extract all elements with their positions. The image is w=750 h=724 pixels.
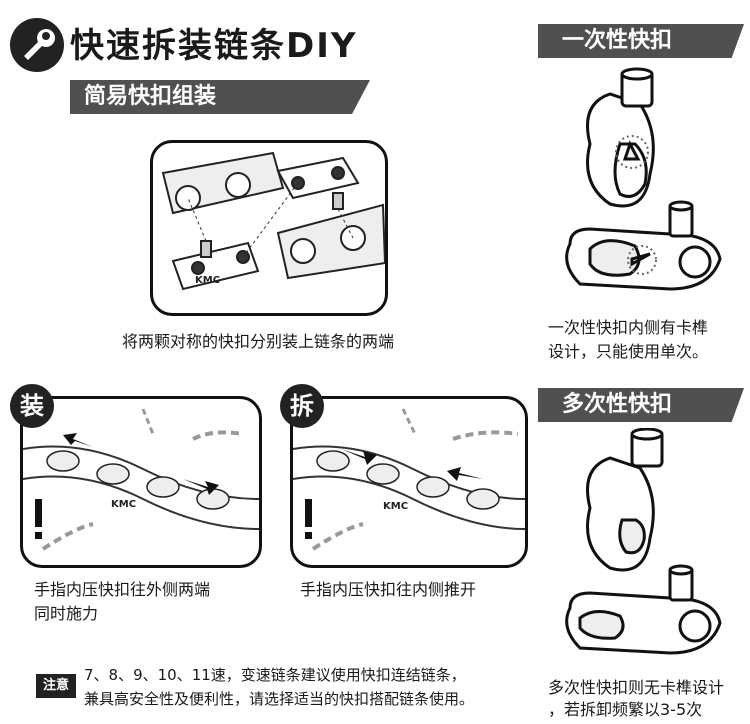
install-caption-line2: 同时施力 bbox=[34, 604, 99, 623]
subtitle-banner: 简易快扣组装 bbox=[70, 80, 370, 114]
note-line1: 7、8、9、10、11速，变速链条建议使用快扣连结链条， bbox=[84, 666, 466, 684]
brand-label: KMC bbox=[111, 499, 136, 510]
brand-label: KMC bbox=[195, 275, 220, 286]
single-use-link-illustration bbox=[550, 64, 740, 294]
single-use-heading: 一次性快扣 bbox=[538, 24, 744, 58]
remove-badge: 拆 bbox=[280, 384, 324, 428]
brand-label: KMC bbox=[383, 501, 408, 512]
assembly-caption: 将两颗对称的快扣分别装上链条的两端 bbox=[122, 332, 395, 351]
exclamation-icon bbox=[35, 499, 42, 539]
install-panel: KMC bbox=[20, 396, 262, 568]
exclamation-icon bbox=[305, 499, 312, 539]
note-badge: 注意 bbox=[36, 674, 76, 698]
wrench-logo-icon bbox=[8, 16, 66, 74]
note-line2: 兼具高安全性及便利性，请选择适当的快扣搭配链条使用。 bbox=[84, 690, 475, 708]
install-illustration: KMC bbox=[23, 408, 259, 551]
multi-use-link-illustration bbox=[550, 428, 740, 658]
remove-illustration: KMC bbox=[293, 408, 525, 551]
install-caption-line1: 手指内压快扣往外侧两端 bbox=[34, 580, 211, 599]
install-badge: 装 bbox=[10, 384, 54, 428]
page-title: 快速拆装链条DIY bbox=[70, 26, 358, 66]
single-use-caption-line2: 设计，只能使用单次。 bbox=[548, 342, 709, 361]
chain-assembly-illustration: KMC bbox=[161, 151, 385, 291]
single-use-caption-line1: 一次性快扣内侧有卡榫 bbox=[548, 318, 709, 337]
remove-caption: 手指内压快扣往内侧推开 bbox=[300, 580, 477, 599]
multi-use-caption-line1: 多次性快扣则无卡榫设计 bbox=[548, 678, 725, 697]
multi-use-heading: 多次性快扣 bbox=[538, 388, 744, 422]
remove-panel: KMC bbox=[290, 396, 528, 568]
assembly-panel: KMC bbox=[150, 140, 388, 316]
multi-use-caption-line2: ，若拆卸频繁以3-5次 bbox=[548, 700, 703, 719]
